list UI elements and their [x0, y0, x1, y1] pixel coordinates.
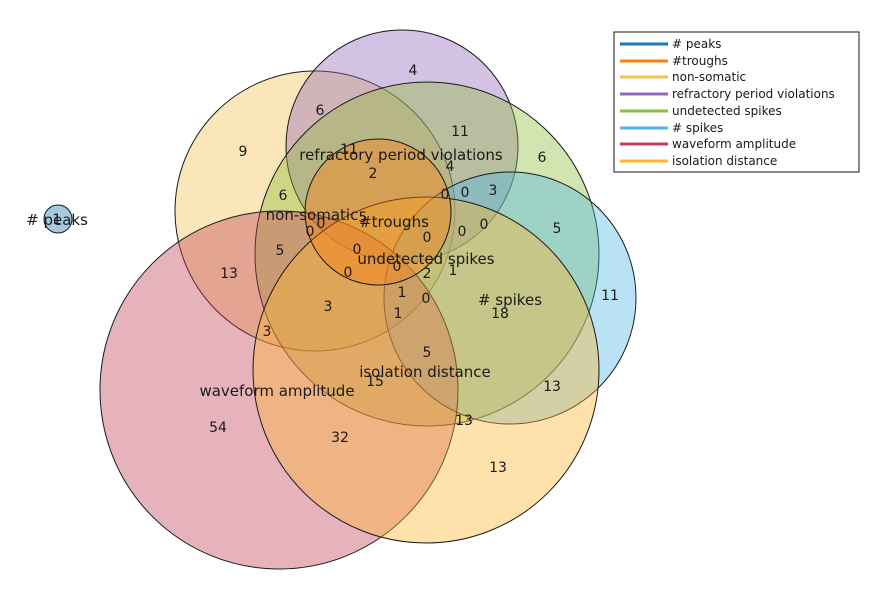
region-count: 1	[394, 306, 403, 322]
region-count: 0	[423, 230, 432, 246]
legend-label: waveform amplitude	[672, 137, 796, 151]
region-count: 2	[369, 166, 378, 182]
set-label-troughs: #troughs	[359, 213, 429, 231]
region-count: 5	[359, 210, 368, 226]
legend-entry-isolation: isolation distance	[620, 154, 777, 168]
region-count: 0	[422, 291, 431, 307]
region-count: 15	[366, 374, 384, 390]
legend-entry-spikes: # spikes	[620, 121, 723, 135]
region-count: 13	[455, 413, 473, 429]
region-count: 54	[209, 420, 227, 436]
region-count: 2	[423, 266, 432, 282]
legend-frame	[613, 31, 860, 173]
legend-label: # spikes	[672, 121, 723, 135]
legend-label: #troughs	[672, 54, 728, 68]
set-label-isolation: isolation distance	[359, 363, 491, 381]
legend-entry-waveform: waveform amplitude	[620, 137, 796, 151]
set-circle-isolation	[252, 196, 600, 544]
region-count: 1	[449, 263, 458, 279]
region-count: 6	[279, 188, 288, 204]
region-count: 0	[344, 265, 353, 281]
region-count: 3	[489, 183, 498, 199]
legend-entry-refractory: refractory period violations	[620, 87, 835, 101]
region-count: 0	[480, 217, 489, 233]
region-count: 0	[461, 185, 470, 201]
set-labels: # peaks #troughs non-somatic refractory …	[26, 146, 542, 400]
set-circle-refractory	[285, 29, 519, 263]
region-count: 4	[409, 63, 418, 79]
set-label-nonsomatic: non-somatic	[266, 206, 359, 224]
legend-label: non-somatic	[672, 70, 746, 84]
legend-entry-nonsomatic: non-somatic	[620, 70, 746, 84]
set-label-undetected: undetected spikes	[357, 250, 494, 268]
set-label-spikes: # spikes	[478, 291, 542, 309]
region-count: 3	[263, 324, 272, 340]
region-count: 18	[491, 306, 509, 322]
legend-entry-peaks: # peaks	[620, 37, 721, 51]
region-count: 6	[538, 150, 547, 166]
region-count: 32	[331, 430, 349, 446]
region-counts: 1 4 6 9 11 11 4 2 6 0 0 3 6 0 0 0 0 5 5 …	[53, 63, 619, 476]
region-count: 1	[53, 212, 62, 228]
legend-label: # peaks	[672, 37, 721, 51]
region-count: 9	[239, 144, 248, 160]
region-count: 3	[324, 299, 333, 315]
set-label-refractory: refractory period violations	[299, 146, 503, 164]
region-count: 13	[489, 460, 507, 476]
set-circle-waveform	[99, 210, 459, 570]
region-count: 4	[446, 159, 455, 175]
set-circles	[43, 29, 637, 570]
legend-label: undetected spikes	[672, 104, 782, 118]
region-count: 13	[543, 379, 561, 395]
region-count: 1	[398, 285, 407, 301]
region-count: 0	[353, 242, 362, 258]
set-label-peaks: # peaks	[26, 211, 88, 229]
region-count: 0	[441, 187, 450, 203]
region-count: 11	[451, 124, 469, 140]
region-count: 5	[276, 243, 285, 259]
region-count: 0	[317, 216, 326, 232]
region-count: 13	[220, 266, 238, 282]
region-count: 6	[316, 103, 325, 119]
legend: # peaks #troughs non-somatic refractory …	[613, 31, 860, 173]
region-count: 5	[423, 345, 432, 361]
region-count: 0	[458, 224, 467, 240]
region-count: 5	[553, 221, 562, 237]
region-count: 0	[306, 224, 315, 240]
legend-label: isolation distance	[672, 154, 777, 168]
set-circle-troughs	[304, 138, 452, 286]
set-circle-undetected	[254, 81, 600, 427]
legend-entry-undetected: undetected spikes	[620, 104, 782, 118]
set-circle-peaks	[43, 204, 73, 234]
legend-label: refractory period violations	[672, 87, 835, 101]
region-count: 11	[340, 142, 358, 158]
region-count: 0	[393, 259, 402, 275]
region-count: 11	[601, 288, 619, 304]
set-label-waveform: waveform amplitude	[199, 382, 354, 400]
legend-entry-troughs: #troughs	[620, 54, 728, 68]
